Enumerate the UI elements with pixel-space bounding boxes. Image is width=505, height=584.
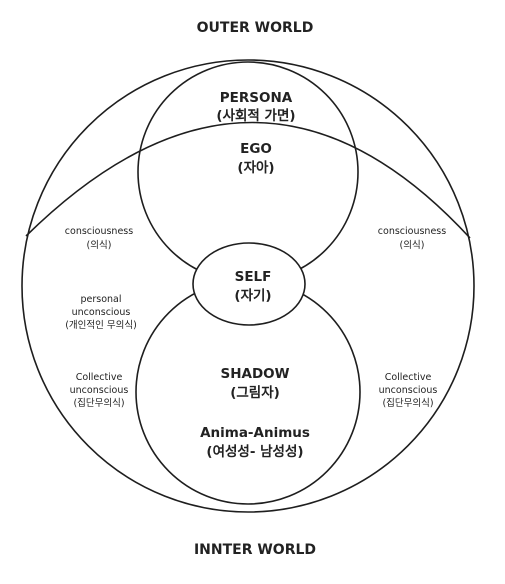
consciousness-right-korean: (의식) xyxy=(400,240,425,251)
collective-right-line1: Collective xyxy=(385,372,432,383)
collective-left-korean: (집단무의식) xyxy=(73,397,124,409)
outer-world-title: OUTER WORLD xyxy=(197,20,314,36)
consciousness-left-label: consciousness xyxy=(65,226,133,237)
ego-korean: (자아) xyxy=(237,159,274,176)
personal-unconscious-line2: unconscious xyxy=(72,307,131,318)
anima-animus-label: Anima-Animus xyxy=(200,425,310,441)
collective-left-line1: Collective xyxy=(76,372,123,383)
inner-lens-arc xyxy=(25,121,471,239)
anima-animus-korean: (여성성- 남성성) xyxy=(206,443,303,460)
consciousness-left-korean: (의식) xyxy=(87,240,112,251)
consciousness-right-label: consciousness xyxy=(378,226,446,237)
self-ellipse xyxy=(192,242,306,326)
outer-psyche-circle xyxy=(21,59,475,513)
personal-unconscious-korean: (개인적인 무의식) xyxy=(65,319,137,331)
ego-label: EGO xyxy=(240,141,272,157)
shadow-korean: (그림자) xyxy=(230,385,280,401)
personal-unconscious-line1: personal xyxy=(80,294,121,305)
collective-left-line2: unconscious xyxy=(70,385,129,396)
persona-label: PERSONA xyxy=(220,90,293,106)
persona-korean: (사회적 가면) xyxy=(216,107,295,124)
shadow-label: SHADOW xyxy=(220,366,289,382)
collective-right-line2: unconscious xyxy=(379,385,438,396)
collective-right-korean: (집단무의식) xyxy=(382,397,433,409)
inner-world-title: INNTER WORLD xyxy=(194,542,316,558)
self-label: SELF xyxy=(235,269,272,285)
self-korean: (자기) xyxy=(234,288,271,304)
